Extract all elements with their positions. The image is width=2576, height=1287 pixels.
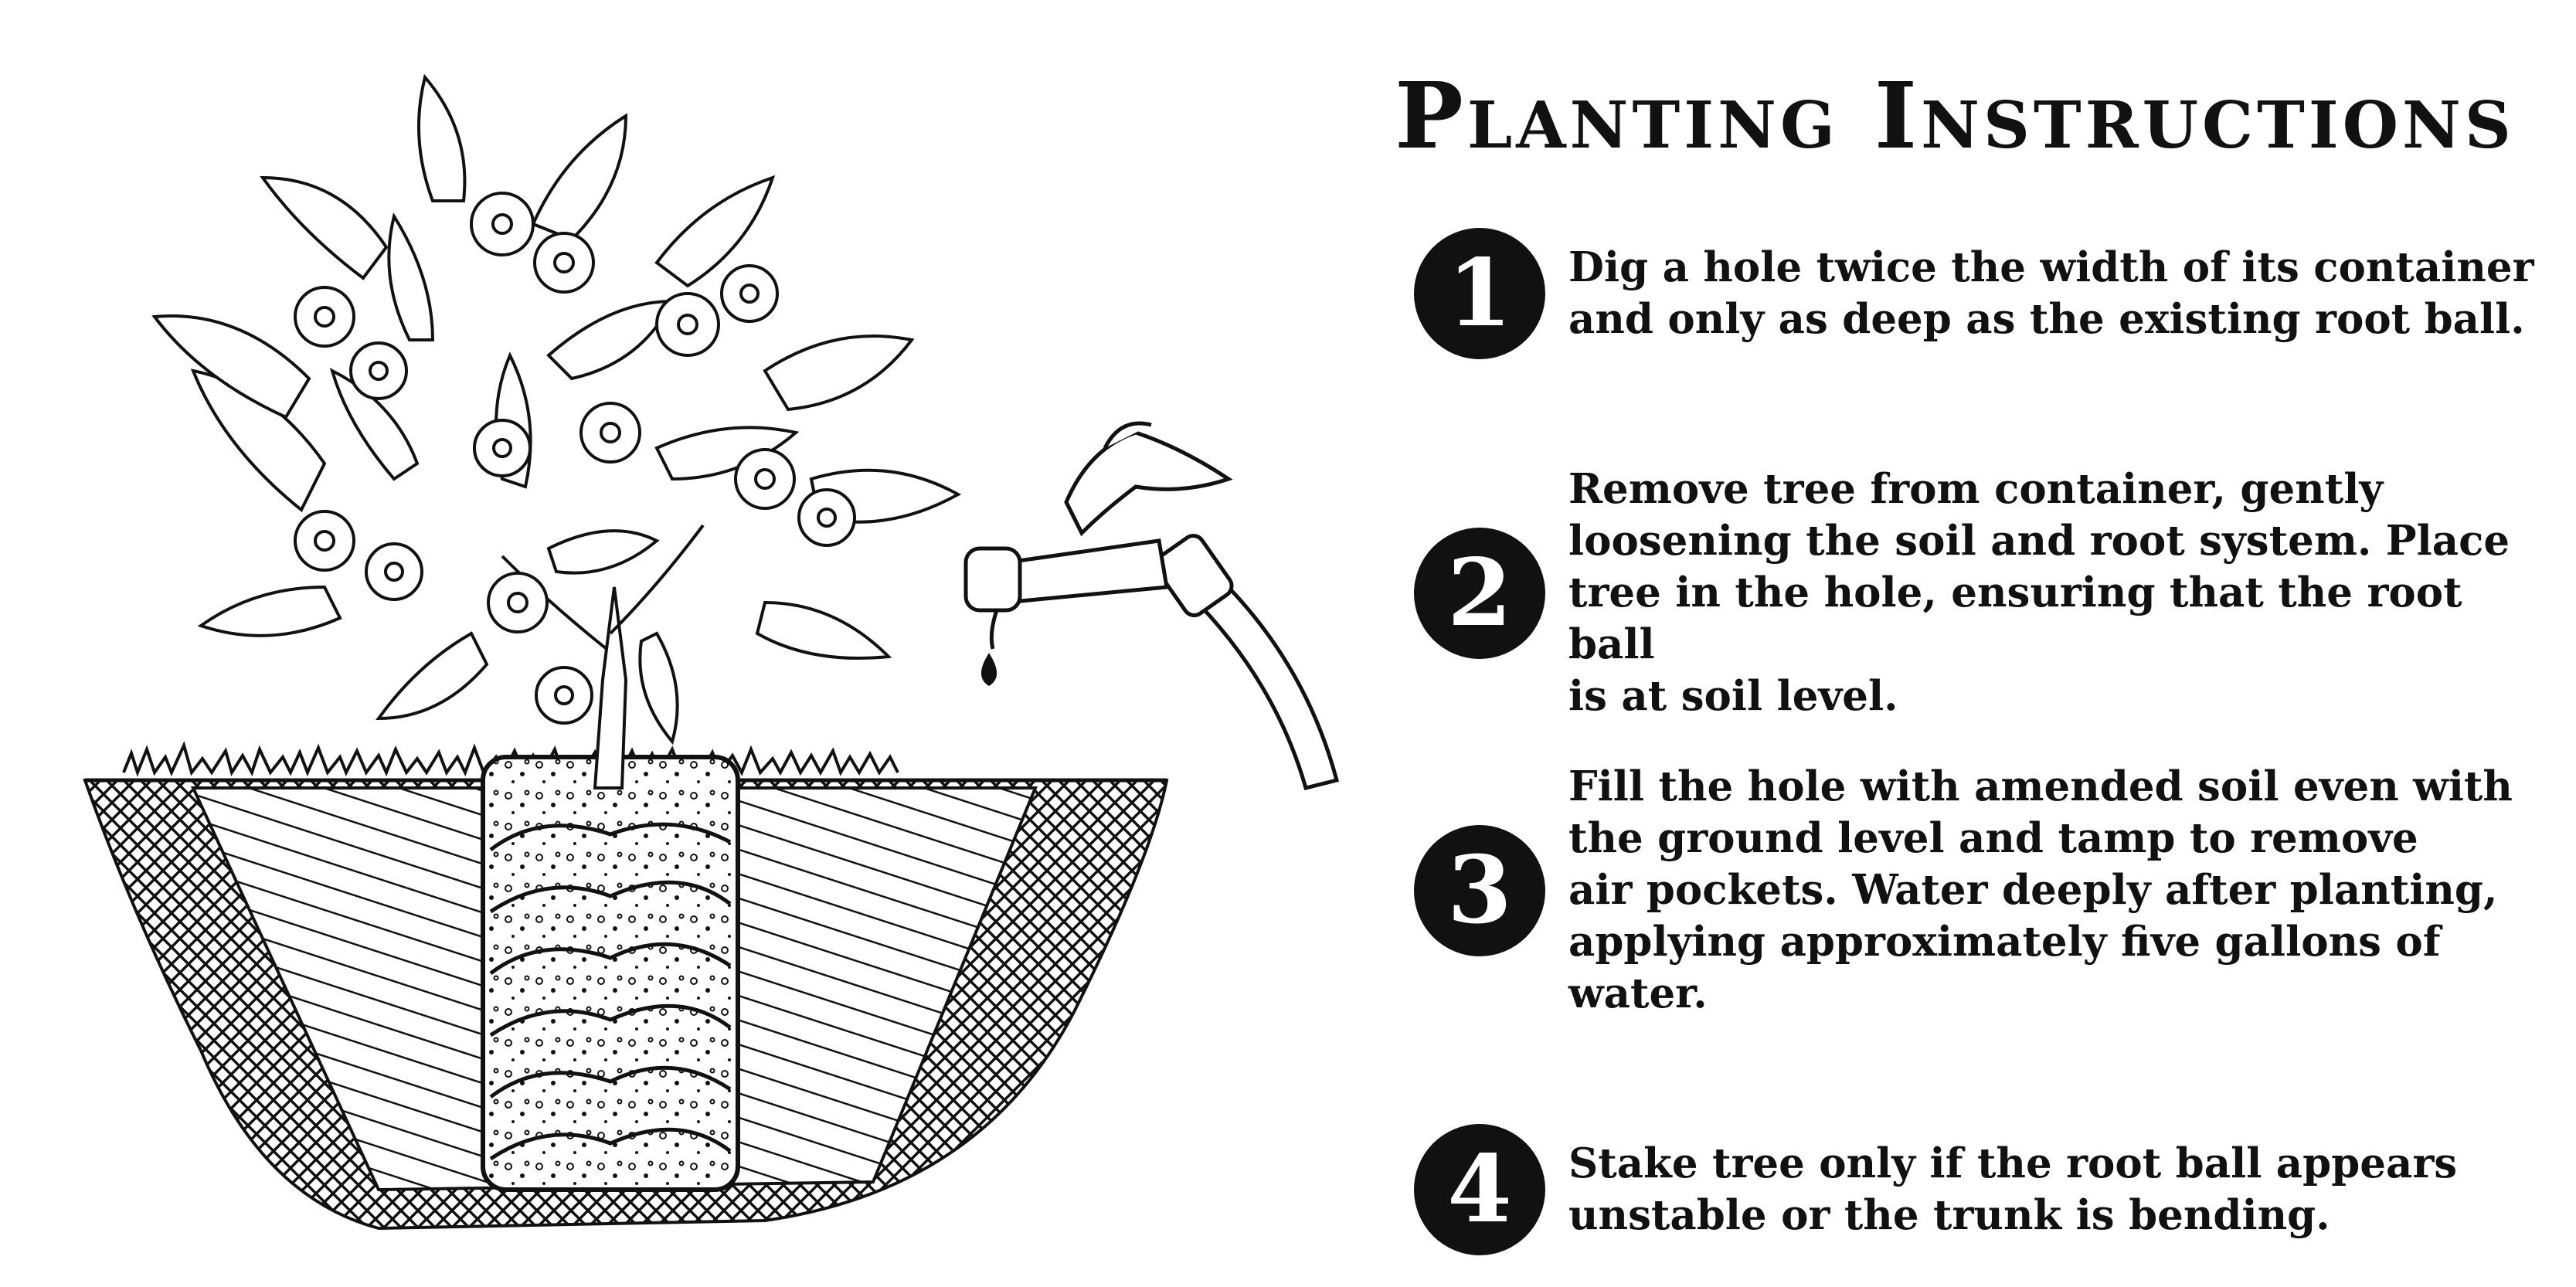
tree-planting-illustration [83,73,1340,1231]
step-3: 3 Fill the hole with amended soil even w… [1414,761,2542,1020]
step-2: 2 Remove tree from container, gently loo… [1414,464,2542,722]
step-number-badge: 3 [1414,824,1545,956]
step-text: Fill the hole with amended soil even wit… [1568,762,2513,1017]
step-text: Stake tree only if the root ball appears… [1568,1139,2458,1239]
root-ball-icon [481,755,740,1192]
step-text: Remove tree from container, gently loose… [1568,465,2510,720]
page-title: Planting Instructions [1395,62,2515,169]
step-text: Dig a hole twice the width of its contai… [1568,243,2534,343]
step-4: 4 Stake tree only if the root ball appea… [1414,1124,2542,1255]
step-1: 1 Dig a hole twice the width of its cont… [1414,228,2542,359]
step-number-badge: 2 [1414,527,1545,659]
step-number-badge: 1 [1414,228,1545,359]
step-number-badge: 4 [1414,1124,1545,1255]
flowering-tree-icon [151,73,962,790]
garden-hose-nozzle-icon [963,421,1340,791]
